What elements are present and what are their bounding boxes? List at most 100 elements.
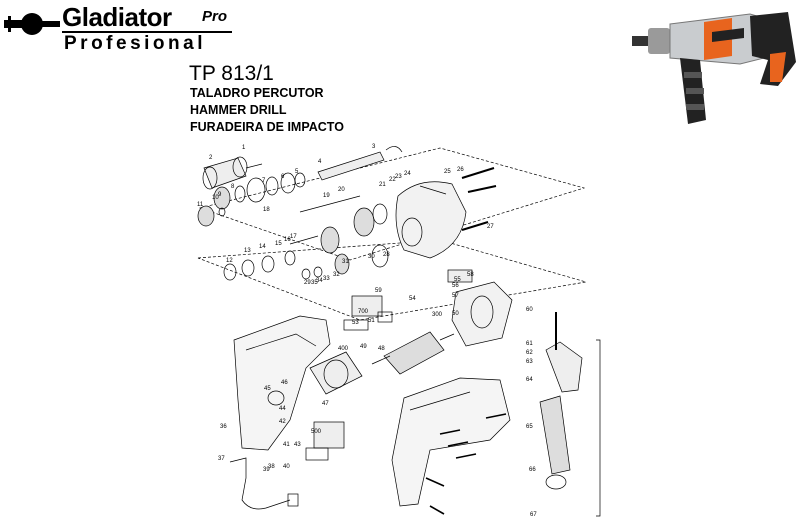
part-label-59: 59: [375, 288, 382, 294]
part-label-3: 3: [372, 144, 376, 150]
chuck-part: [202, 156, 263, 190]
part-label-20: 20: [338, 187, 345, 193]
armature-part: [371, 331, 455, 375]
part-label-37: 37: [218, 456, 225, 462]
title-english: HAMMER DRILL: [190, 103, 287, 117]
part-label-51: 51: [368, 318, 375, 324]
part-label-63: 63: [526, 359, 533, 365]
part-label-38: 38: [268, 464, 275, 470]
part-label-6: 6: [281, 174, 285, 180]
model-number: TP 813/1: [189, 62, 274, 85]
part-label-15: 15: [275, 241, 282, 247]
part-label-34: 34: [316, 278, 323, 284]
gear-assembly-frame: [198, 147, 586, 261]
part-label-66: 66: [529, 467, 536, 473]
part-label-700: 700: [358, 309, 369, 315]
part-label-11: 11: [197, 202, 204, 208]
part-label-27: 27: [487, 224, 494, 230]
part-label-25: 25: [444, 169, 451, 175]
part-label-10: 10: [212, 195, 219, 201]
part-label-43: 43: [294, 442, 301, 448]
part-label-2: 2: [209, 155, 213, 161]
part-label-44: 44: [279, 406, 286, 412]
part-label-53: 53: [352, 320, 359, 326]
stator-part: [309, 351, 363, 395]
part-label-39: 39: [263, 467, 270, 473]
part-label-57: 57: [452, 293, 459, 299]
handle-bracket-line: [596, 339, 601, 517]
part-label-48: 48: [378, 346, 385, 352]
part-label-28: 28: [383, 252, 390, 258]
part-label-7: 7: [262, 178, 266, 184]
motor-housing-plate: [447, 269, 513, 347]
part-label-45: 45: [264, 386, 271, 392]
part-label-56: 56: [452, 283, 459, 289]
bearing-row: [223, 250, 323, 281]
intermediate-gears: [289, 195, 389, 275]
switch-block: [343, 295, 393, 331]
drill-logo-icon: [4, 13, 60, 35]
brand-underline: [62, 31, 232, 33]
part-label-58: 58: [467, 272, 474, 278]
part-label-64: 64: [526, 377, 533, 383]
part-label-55: 55: [454, 277, 461, 283]
part-label-47: 47: [322, 401, 329, 407]
part-label-300: 300: [432, 312, 443, 318]
part-label-60: 60: [526, 307, 533, 313]
product-photo: [632, 12, 796, 124]
rear-housing: [233, 315, 331, 451]
part-label-22: 22: [389, 177, 396, 183]
part-label-30: 30: [368, 254, 375, 260]
part-label-23: 23: [395, 174, 402, 180]
title-portuguese: FURADEIRA DE IMPACTO: [190, 120, 344, 134]
gearbox-housing: [395, 181, 467, 259]
part-label-9: 9: [218, 192, 222, 198]
screws-top: [461, 167, 497, 231]
part-label-29: 29: [304, 280, 311, 286]
part-label-26: 26: [457, 167, 464, 173]
handle-housing: [391, 377, 511, 507]
part-label-5: 5: [295, 169, 299, 175]
part-label-49: 49: [360, 344, 367, 350]
part-label-16: 16: [284, 237, 291, 243]
part-label-62: 62: [526, 350, 533, 356]
part-label-42: 42: [279, 419, 286, 425]
part-label-19: 19: [323, 193, 330, 199]
part-label-18: 18: [263, 207, 270, 213]
part-label-21: 21: [379, 182, 386, 188]
part-label-17: 17: [290, 234, 297, 240]
part-label-35: 35: [311, 280, 318, 286]
side-handle: [539, 312, 583, 490]
part-label-1: 1: [242, 145, 246, 151]
gear-stack: [197, 172, 306, 227]
part-label-31: 31: [342, 259, 349, 265]
part-label-33: 33: [323, 276, 330, 282]
part-label-46: 46: [281, 380, 288, 386]
part-label-500: 500: [311, 429, 322, 435]
part-label-12: 12: [226, 258, 233, 264]
part-label-4: 4: [318, 159, 322, 165]
spindle-part: [317, 146, 403, 181]
brand-name: Gladiator: [62, 2, 172, 32]
trigger-switch: [305, 421, 345, 461]
part-label-67: 67: [530, 512, 537, 518]
power-cord: [229, 457, 299, 510]
part-label-40: 40: [283, 464, 290, 470]
part-label-41: 41: [283, 442, 290, 448]
part-label-36: 36: [220, 424, 227, 430]
title-spanish: TALADRO PERCUTOR: [190, 86, 324, 100]
part-label-61: 61: [526, 341, 533, 347]
part-label-13: 13: [244, 248, 251, 254]
part-label-14: 14: [259, 244, 266, 250]
part-label-8: 8: [231, 184, 235, 190]
part-label-65: 65: [526, 424, 533, 430]
spindle-assembly-frame: [197, 239, 587, 321]
part-label-24: 24: [404, 171, 411, 177]
part-label-32: 32: [333, 272, 340, 278]
part-label-400: 400: [338, 346, 349, 352]
brand-subtitle: Profesional: [64, 33, 206, 54]
part-label-50: 50: [452, 311, 459, 317]
body-screws: [425, 413, 507, 515]
